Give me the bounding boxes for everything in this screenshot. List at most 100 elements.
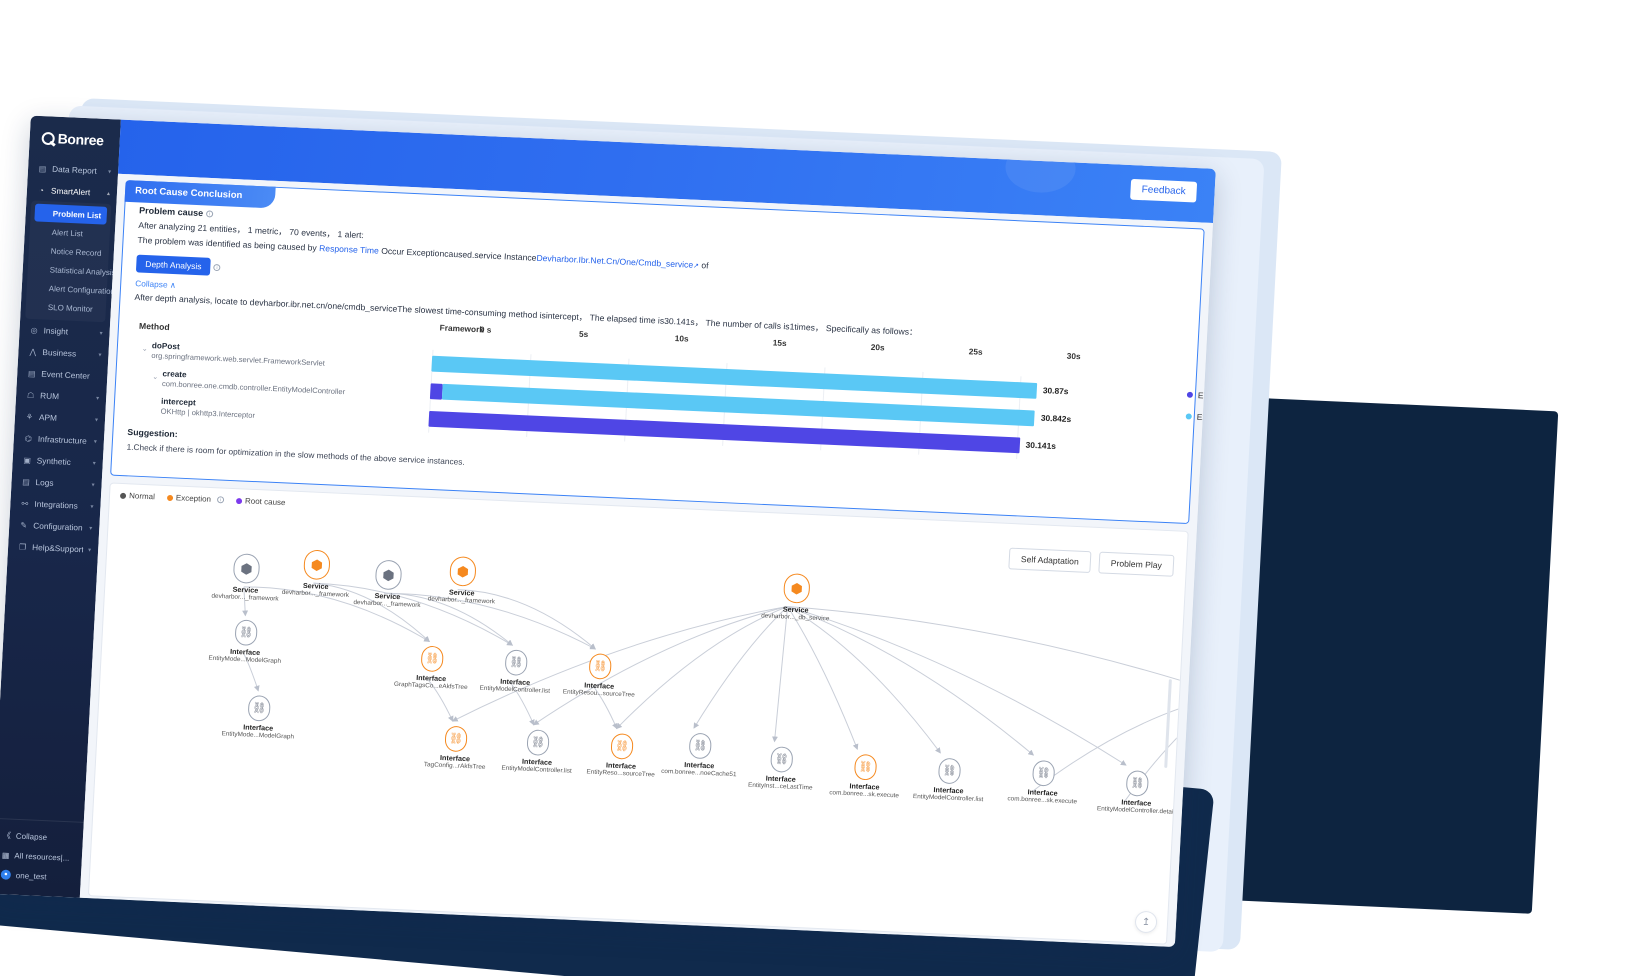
legend-label: Exception [175,493,212,504]
infrastructure-icon: ⌬ [24,433,33,443]
interface-icon: ⛓ [444,725,468,753]
apm-icon: ⚘ [25,412,34,422]
legend-item-root-cause[interactable]: Root cause [235,496,286,507]
info-icon[interactable]: i [213,263,221,272]
configuration-icon: ✎ [20,520,28,530]
sidebar-item-label: Event Center [41,368,91,381]
chevron-down-icon[interactable]: ⌄ [152,373,159,381]
sidebar-item-slo-monitor[interactable]: SLO Monitor [47,302,93,314]
legend-color-dot [235,497,243,504]
method-column-header: Method [138,320,170,332]
depth-analysis-button[interactable]: Depth Analysis [135,254,212,276]
event-icon: ▤ [27,368,36,378]
chevron-down-icon: ▾ [93,438,98,445]
axis-tick-3: 15s [772,337,787,348]
bar-value-label: 30.87s [1042,384,1069,396]
interface-icon: ⛓ [1125,770,1150,797]
legend-color-dot [1186,391,1194,398]
collapse-label: Collapse [15,831,48,842]
sidebar-item-alert-list[interactable]: Alert List [51,227,84,238]
chevron-down-icon[interactable]: ⌄ [141,345,148,353]
business-icon: ⋀ [29,347,37,357]
info-icon[interactable]: i [205,210,214,218]
sidebar-item-label: Help&Support [31,542,84,555]
chevron-down-icon: ▾ [94,417,99,424]
chevron-down-icon: ▾ [107,168,112,175]
sidebar-item-label: RUM [39,390,60,402]
axis-tick-6: 30s [1066,350,1081,361]
smartalert-submenu: Problem List Alert List Notice Record St… [25,200,116,322]
brand-name: Bonree [57,130,104,149]
sidebar-item-label: Integrations [34,498,79,511]
chevron-down-icon: ▾ [90,503,94,510]
framework-label: Framework [439,322,485,334]
app-window: Bonree ▤ Data Report ▾ ◔ SmartAlert ▴ P [0,115,1216,948]
sidebar-item-label: Configuration [33,520,83,533]
chevron-down-icon: ▾ [99,330,103,337]
axis-tick-2: 10s [674,332,689,344]
axis-tick-1: 5s [578,328,589,339]
interface-icon: ⛓ [234,619,258,647]
tilted-app-window: Bonree ▤ Data Report ▾ ◔ SmartAlert ▴ P [0,56,1284,976]
sidebar-item-help-support[interactable]: ❐ Help&Support ▾ [8,535,99,561]
interface-icon: ⛓ [526,729,550,756]
info-icon[interactable]: i [216,496,225,504]
sidebar-item-label: Synthetic [36,455,72,467]
interface-icon: ⛓ [937,757,962,785]
service-icon: ⬢ [303,549,331,581]
all-resources-label: All resources|... [14,851,70,863]
sidebar-item-notice-record[interactable]: Notice Record [50,246,102,258]
chevron-down-icon: ▾ [98,352,102,359]
chevron-down-icon: ▾ [89,525,93,532]
topology-card: Normal Exception i Root cause [87,482,1189,945]
sidebar-item-alert-configuration[interactable]: Alert Configuration [48,283,116,296]
sidebar-item-problem-list[interactable]: Problem List [34,203,108,225]
legend-color-dot [1185,412,1192,420]
synthetic-icon: ▣ [23,455,32,465]
chevron-down-icon: ▾ [92,460,96,467]
user-name: one_test [15,870,47,881]
interface-icon: ⛓ [610,733,634,760]
axis-tick-5: 25s [968,345,983,357]
topology-legend: Normal Exception i Root cause [119,491,286,507]
sidebar-item-label: Insight [43,325,69,337]
report-icon: ▤ [38,163,47,174]
insight-icon: ◎ [30,325,38,335]
service-icon: ⬢ [232,553,261,584]
avatar: ● [0,869,12,880]
legend-item-exception[interactable]: Exception i [166,493,225,504]
sidebar-item-label: Business [42,347,77,359]
feedback-button[interactable]: Feedback [1130,178,1198,203]
service-icon: ⬢ [374,559,403,591]
axis-tick-0: 0 s [479,323,492,335]
chevron-down-icon: ▾ [95,395,100,402]
chevron-down-icon: ▾ [91,482,95,489]
sidebar-footer: 《 Collapse ▦ All resources|... ● one_tes… [0,817,84,888]
sidebar-item-statistical-analysis[interactable]: Statistical Analysis [49,265,116,277]
response-time-link[interactable]: Response Time [318,243,380,257]
interface-icon: ⛓ [853,753,878,781]
interface-icon: ⛓ [770,746,794,773]
legend-label: Normal [128,491,156,502]
user-account[interactable]: ● one_test [0,864,81,888]
logs-icon: ▤ [22,477,31,487]
legend-item-normal[interactable]: Normal [119,491,156,502]
interface-icon: ⛓ [1031,759,1056,787]
sidebar-item-smartalert[interactable]: ◔ SmartAlert ▴ [26,179,117,205]
interface-icon: ⛓ [504,649,528,676]
bar-value-label: 30.842s [1040,412,1072,424]
interface-icon: ⛓ [688,732,712,760]
